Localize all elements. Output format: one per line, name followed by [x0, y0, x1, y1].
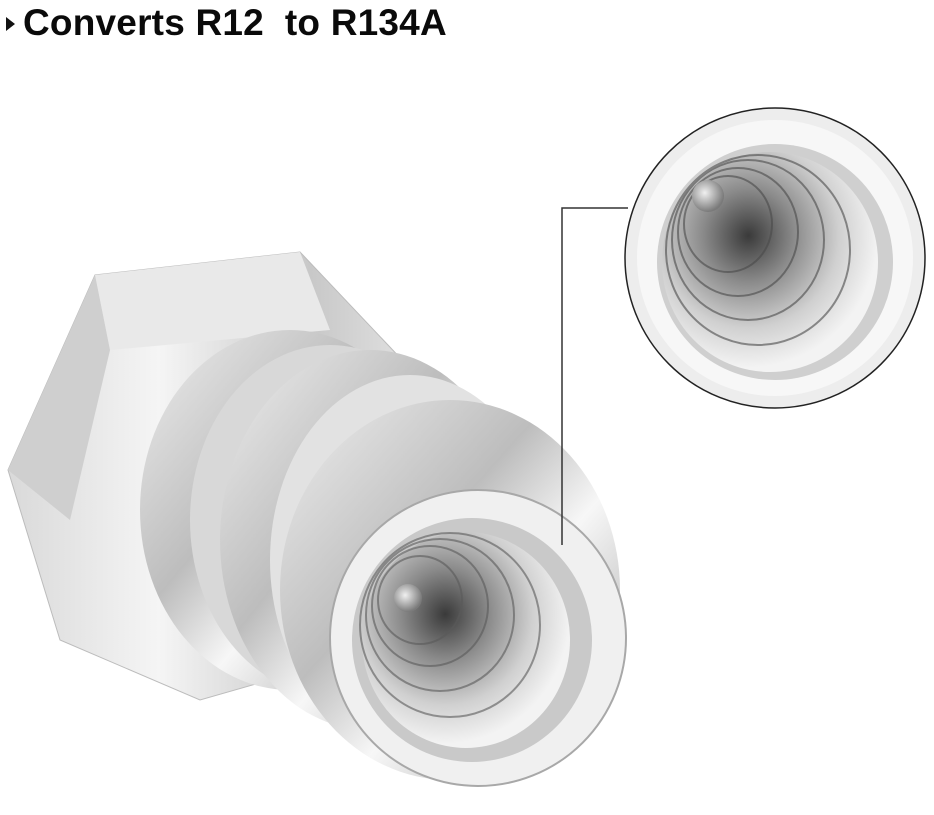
front-bore [329, 489, 627, 787]
triangle-right-icon [6, 17, 15, 31]
headline-text: Converts R12 to R134A [23, 2, 447, 43]
magnified-callout [624, 107, 926, 409]
headline: Converts R12 to R134A [6, 2, 447, 44]
callout-line [561, 207, 628, 545]
